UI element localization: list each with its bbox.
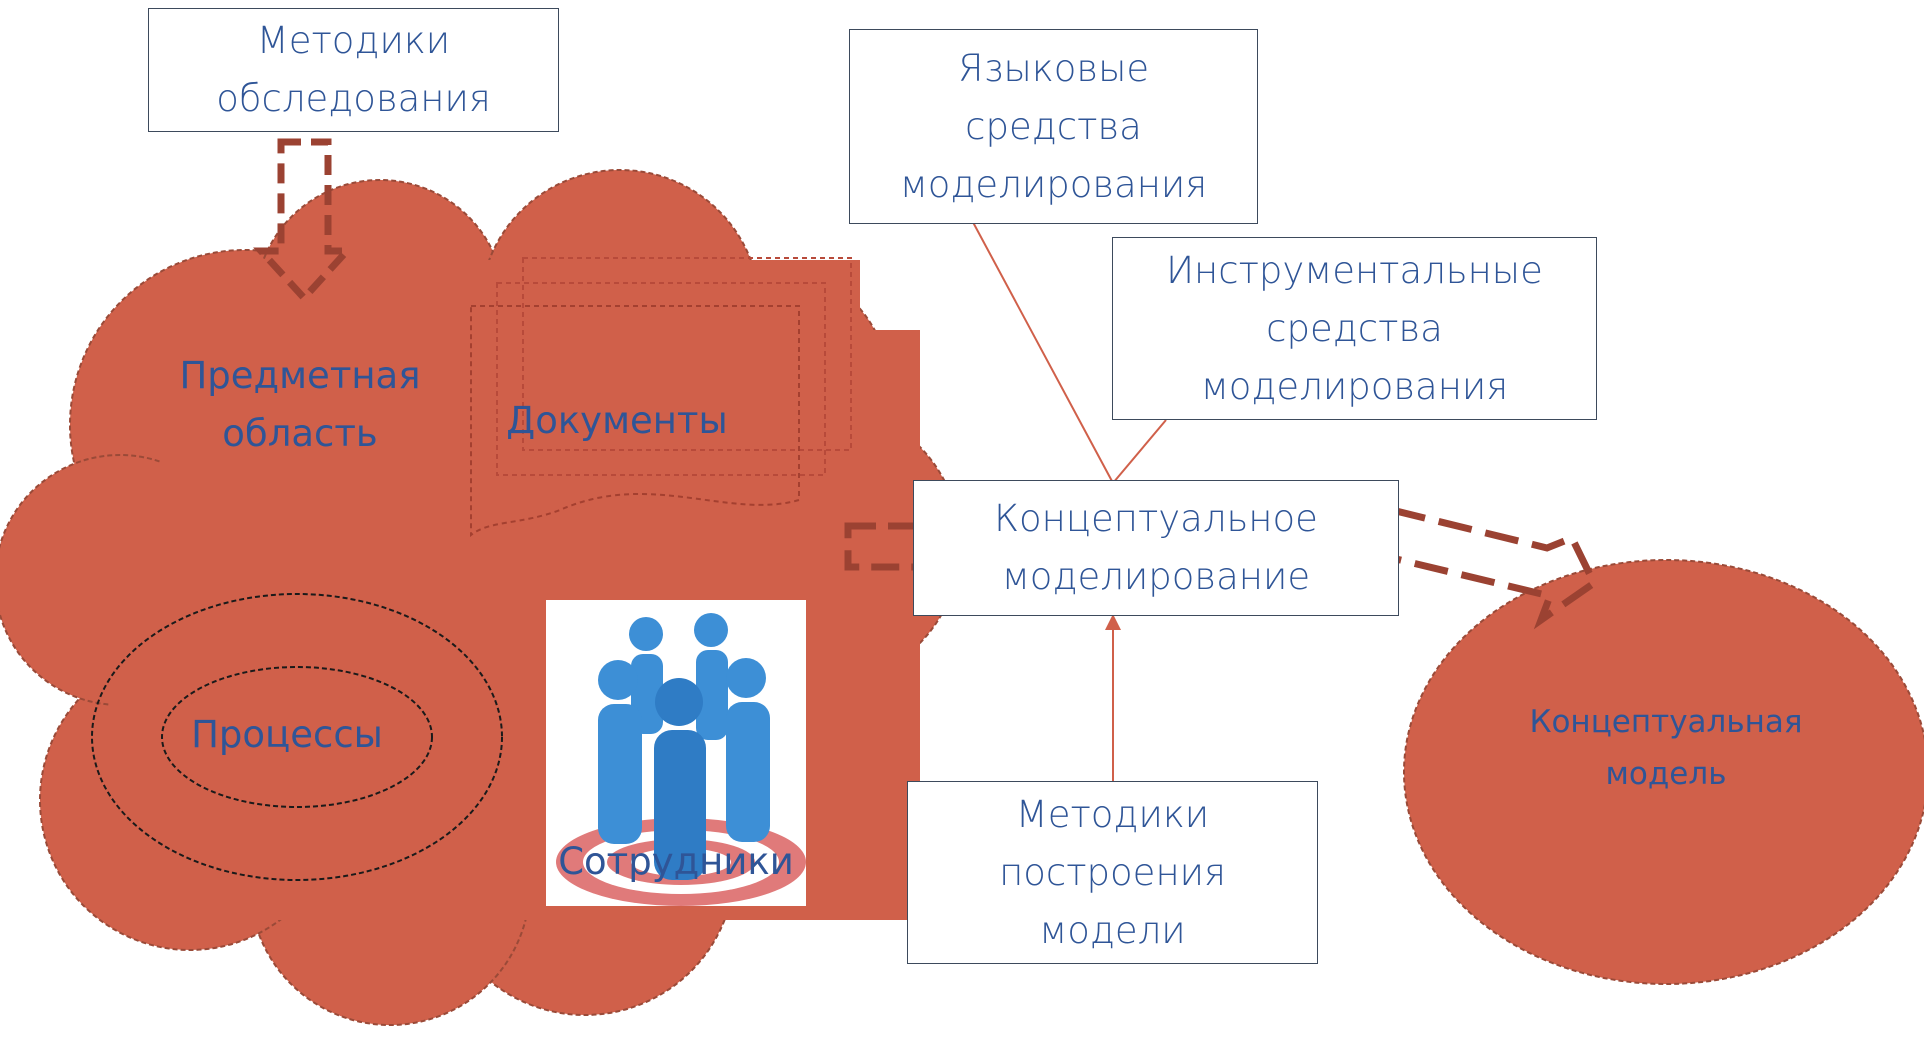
model-methods-arrowhead [1105,614,1121,630]
processes-label: Процессы [162,706,412,764]
subject-area-cloud [0,170,960,1025]
language-tools-line-3: моделирования [900,156,1207,214]
conceptual-modeling-line-2: моделирование [994,548,1318,606]
model-building-methods-line-2: построения [999,844,1226,902]
conceptual-modeling-box: Концептуальное моделирование [913,480,1399,616]
instrumental-tools-line-2: средства [1166,300,1543,358]
language-tools-box: Языковые средства моделирования [849,29,1258,224]
processes-text: Процессы [162,706,412,764]
subject-area-label: Предметная область [160,347,440,463]
model-building-methods-box: Методики построения модели [907,781,1318,964]
language-tools-connector [960,198,1113,483]
instrumental-tools-line-3: моделирования [1166,358,1543,416]
language-tools-line-2: средства [900,98,1207,156]
conceptual-model-line-2: модель [1486,748,1846,800]
language-tools-line-1: Языковые [900,40,1207,98]
employees-label: Сотрудники [526,833,826,891]
conceptual-model-line-1: Концептуальная [1486,696,1846,748]
subject-area-line-2: область [160,405,440,463]
instrumental-tools-box: Инструментальные средства моделирования [1112,237,1597,420]
conceptual-model-label: Концептуальная модель [1486,696,1846,800]
modeling-to-model-arrow [1392,510,1594,620]
survey-methods-line-2: обследования [216,70,491,128]
survey-methods-line-1: Методики [216,12,491,70]
model-building-methods-line-3: модели [999,902,1226,960]
documents-text: Документы [492,392,742,450]
survey-methods-box: Методики обследования [148,8,559,132]
instrumental-tools-connector [1113,420,1166,483]
model-building-methods-line-1: Методики [999,786,1226,844]
employees-text: Сотрудники [526,833,826,891]
instrumental-tools-line-1: Инструментальные [1166,242,1543,300]
documents-label: Документы [492,392,742,450]
conceptual-modeling-line-1: Концептуальное [994,490,1318,548]
subject-area-line-1: Предметная [160,347,440,405]
